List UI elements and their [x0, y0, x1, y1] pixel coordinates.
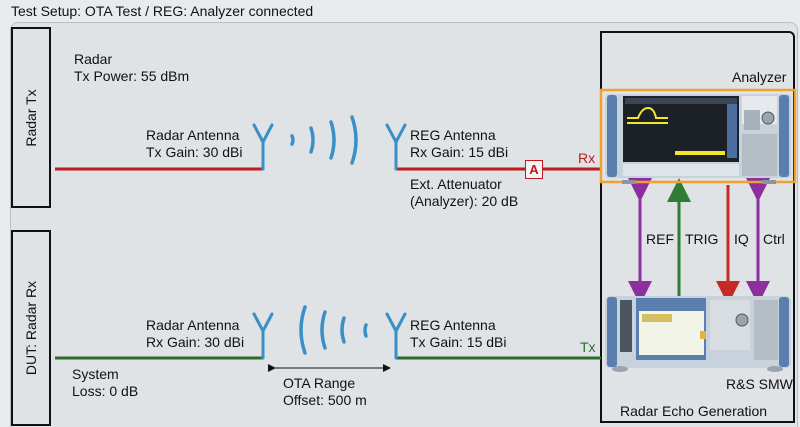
- analyzer-instrument-image: [599, 88, 797, 184]
- rx-port-label: Rx: [578, 150, 596, 166]
- attenuator-label: Ext. Attenuator: [410, 176, 502, 192]
- system-loss: Loss: 0 dB: [72, 383, 139, 399]
- radar-rx-antenna-name: Radar Antenna: [146, 317, 240, 333]
- attenuator-icon: A: [525, 160, 543, 179]
- smw-generator-image: [605, 296, 791, 372]
- analyzer-label: Analyzer: [732, 69, 787, 85]
- page-title: Test Setup: OTA Test / REG: Analyzer con…: [11, 3, 314, 19]
- reg-rx-antenna-gain: Rx Gain: 15 dBi: [410, 144, 509, 160]
- rx-waves-icon: [299, 305, 368, 355]
- tx-port-label: Tx: [580, 339, 596, 355]
- radar-tx-antenna-icon: [252, 123, 274, 171]
- radar-tx-antenna-name: Radar Antenna: [146, 127, 240, 143]
- radar-rx-antenna-icon: [252, 312, 274, 360]
- reg-tx-antenna-gain: Tx Gain: 15 dBi: [410, 334, 507, 350]
- system-label: System: [72, 366, 119, 382]
- radar-label: Radar: [74, 51, 113, 67]
- radar-tx-antenna-gain: Tx Gain: 30 dBi: [146, 144, 243, 160]
- radar-echo-generation-box: [600, 31, 795, 423]
- reg-rx-antenna-icon: [385, 123, 407, 171]
- ota-range-offset: Offset: 500 m: [283, 392, 367, 408]
- radar-echo-generation-label: Radar Echo Generation: [620, 403, 768, 419]
- reg-tx-antenna-icon: [385, 312, 407, 360]
- trig-signal-label: TRIG: [685, 231, 719, 247]
- tx-waves-icon: [290, 115, 358, 165]
- iq-signal-label: IQ: [734, 231, 749, 247]
- radar-tx-box[interactable]: Radar Tx: [11, 27, 51, 208]
- radar-rx-antenna-gain: Rx Gain: 30 dBi: [146, 334, 245, 350]
- radar-tx-power: Tx Power: 55 dBm: [74, 68, 190, 84]
- ota-range-label: OTA Range: [283, 375, 356, 391]
- reg-rx-antenna-name: REG Antenna: [410, 127, 496, 143]
- reg-tx-antenna-name: REG Antenna: [410, 317, 496, 333]
- dut-radar-rx-box[interactable]: DUT: Radar Rx: [11, 230, 51, 426]
- attenuator-value: (Analyzer): 20 dB: [410, 193, 519, 209]
- ref-signal-label: REF: [646, 231, 674, 247]
- ctrl-signal-label: Ctrl: [763, 231, 785, 247]
- generator-label: R&S SMW: [726, 376, 793, 392]
